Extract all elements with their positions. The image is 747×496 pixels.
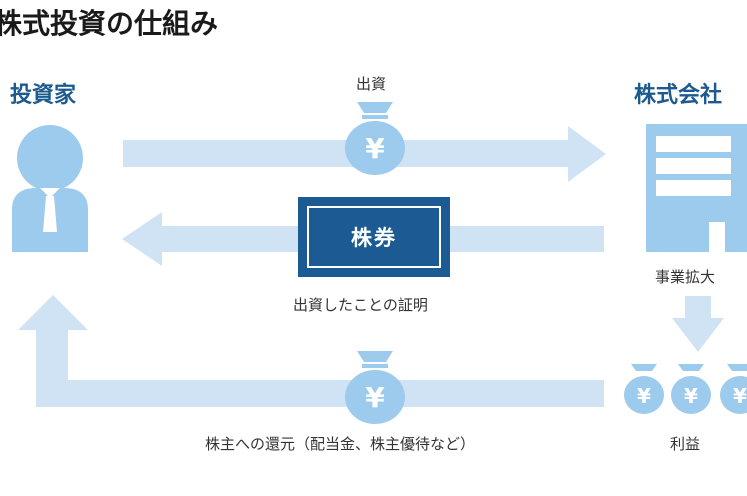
- expansion-arrow: [672, 296, 724, 352]
- diagram-title: 株式投資の仕組み: [0, 7, 219, 40]
- stock-certificate-label: 株券: [307, 206, 441, 268]
- shareholder-return-caption: 株主への還元（配当金、株主優待など）: [205, 435, 476, 453]
- yen-symbol: ¥: [365, 132, 385, 165]
- investor-label: 投資家: [10, 83, 77, 108]
- business-expansion-caption: 事業拡大: [655, 268, 716, 286]
- yen-symbol: ¥: [733, 384, 747, 408]
- return-arrow: [18, 295, 604, 407]
- money-bag-icon-return: ¥: [345, 351, 405, 424]
- money-bag-icon-investment: ¥: [345, 102, 405, 175]
- yen-symbol: ¥: [684, 384, 698, 408]
- investor-person-icon: [12, 125, 88, 252]
- money-bag-icon-profit-2: ¥: [671, 364, 711, 414]
- yen-symbol: ¥: [637, 384, 651, 408]
- profit-caption: 利益: [670, 435, 701, 453]
- stock-certificate-box: 株券: [298, 197, 450, 277]
- company-building-icon: [646, 124, 747, 252]
- money-bag-icon-profit-1: ¥: [624, 364, 664, 414]
- money-bag-icon-profit-3: ¥: [720, 364, 747, 414]
- investment-caption: 出資: [356, 75, 387, 93]
- company-label: 株式会社: [634, 83, 723, 108]
- yen-symbol: ¥: [365, 381, 385, 414]
- proof-caption: 出資したことの証明: [293, 296, 428, 314]
